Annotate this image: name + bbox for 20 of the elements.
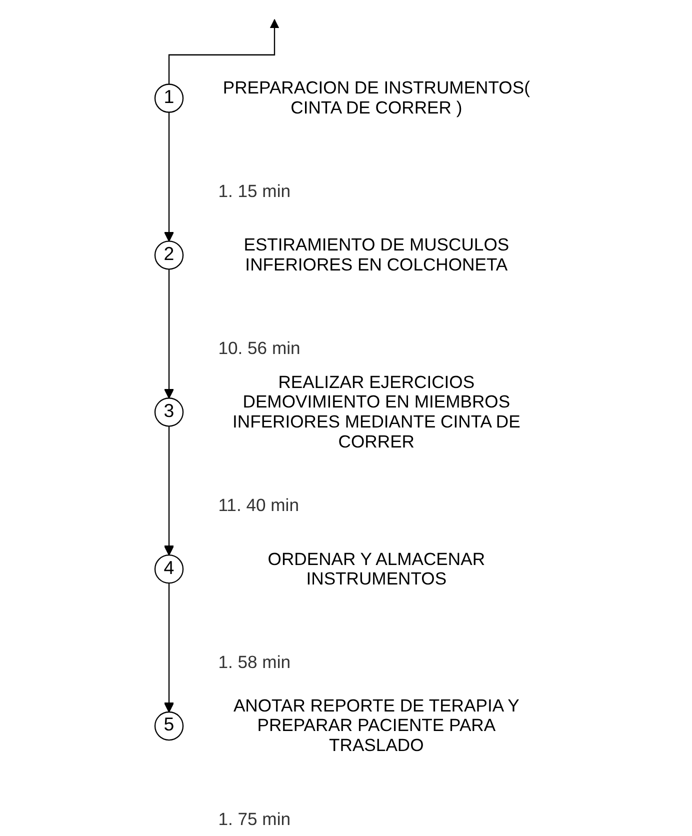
- node-circle: 3: [154, 398, 184, 427]
- step-description: PREPARACION DE INSTRUMENTOS( CINTA DE CORRER ): [222, 78, 531, 118]
- node-circle: 4: [154, 554, 184, 584]
- duration-label: 11. 40 min: [218, 495, 299, 514]
- duration-label: 10. 56 min: [218, 338, 300, 358]
- node-circle: 5: [154, 711, 184, 741]
- arrow: [164, 583, 174, 712]
- duration-label: 1. 58 min: [218, 652, 290, 672]
- node-circle: 1: [154, 84, 184, 113]
- arrow: [164, 112, 174, 242]
- step-description: ANOTAR REPORTE DE TERAPIA Y PREPARAR PACIENTE PARA TRASLADO: [232, 696, 520, 756]
- node-circle: 2: [154, 240, 184, 270]
- step-description: REALIZAR EJERCICIOS DEMOVIMIENTO EN MIEMBROS INFERIORES MEDIANTE CINTA DE CORRER: [232, 372, 522, 452]
- step-description: ESTIRAMIENTO DE MUSCULOS INFERIORES EN COLCHONETA: [242, 235, 510, 276]
- arrow: [164, 269, 174, 399]
- duration-label: 1. 75 min: [218, 809, 290, 828]
- step-description: ORDENAR Y ALMACENAR INSTRUMENTOS: [266, 549, 486, 589]
- arrow: [168, 18, 280, 84]
- arrow: [164, 426, 174, 556]
- duration-label: 1. 15 min: [218, 181, 290, 200]
